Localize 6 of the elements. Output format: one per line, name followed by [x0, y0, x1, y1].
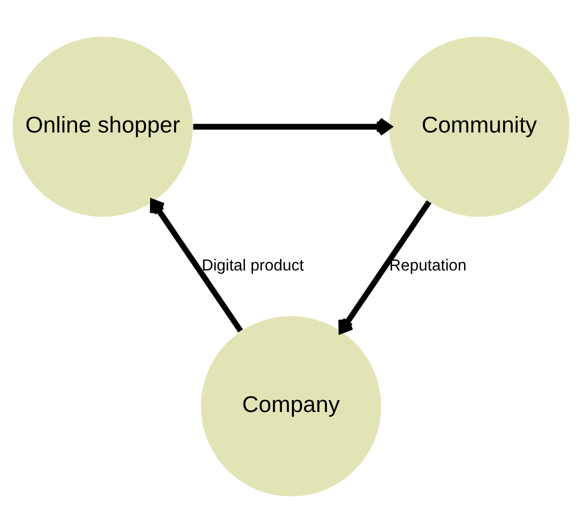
edge-label: Digital product	[202, 257, 304, 274]
arrow	[193, 116, 392, 136]
node-circle: Community	[389, 36, 570, 216]
arrow	[338, 200, 432, 334]
edge-label: Reputation	[389, 257, 467, 274]
arrow	[150, 198, 243, 332]
